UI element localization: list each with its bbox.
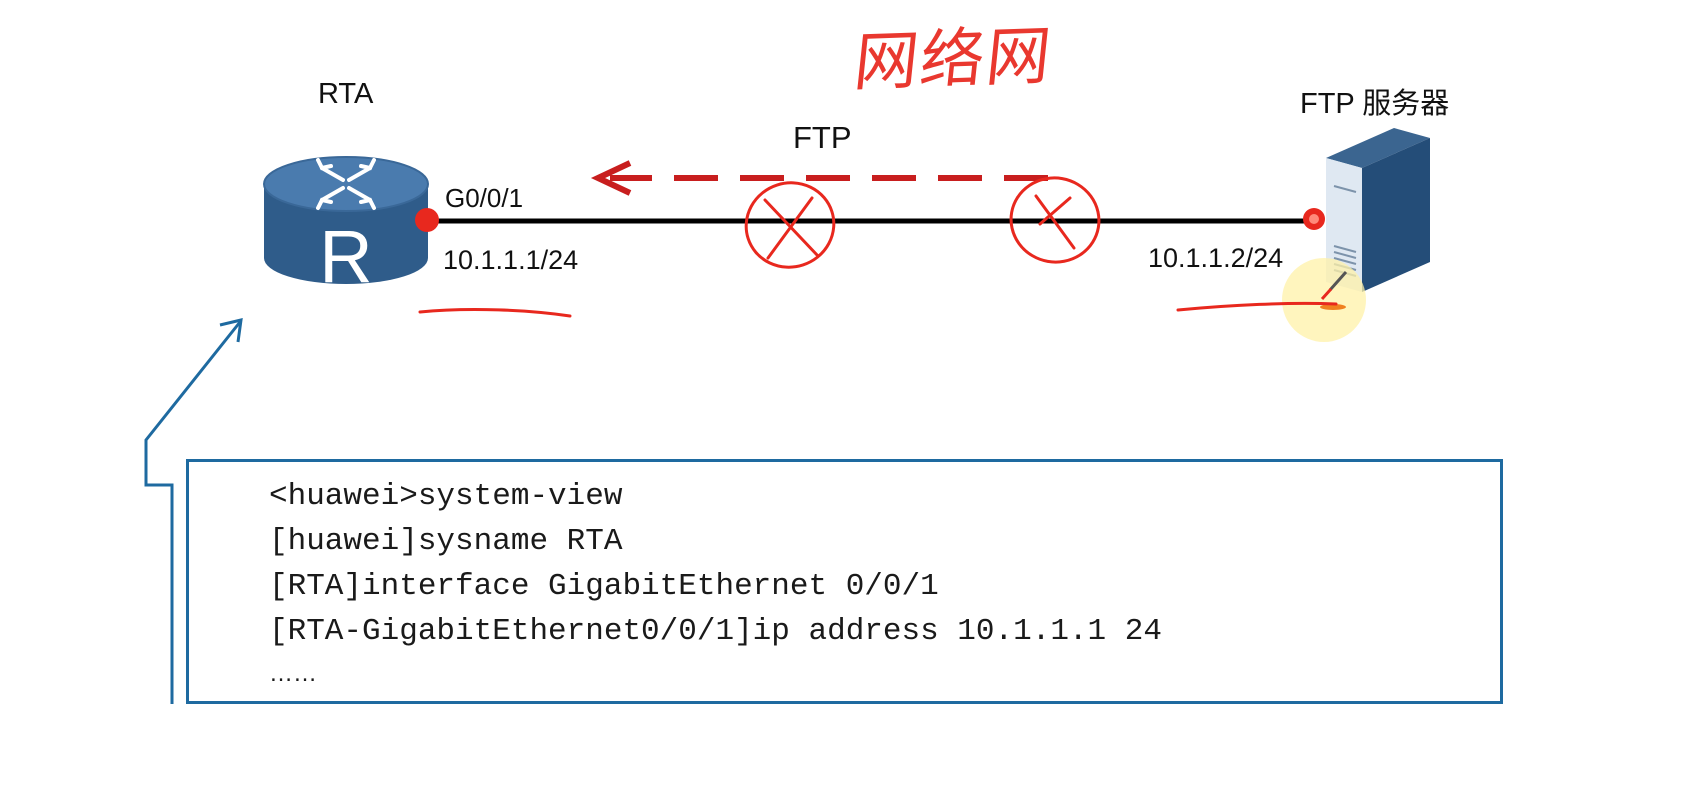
server-ip-label: 10.1.1.2/24 [1148,243,1284,273]
pointer-highlight [1282,258,1366,342]
interface-label: G0/0/1 [445,183,524,213]
callout-connector-line [144,321,242,704]
callout-arrow-head [219,318,243,343]
underline-rta-ip [418,307,572,318]
config-line: [RTA]interface GigabitEthernet 0/0/1 [269,569,939,604]
blocked-marks [744,176,1101,269]
server-top [1326,128,1430,168]
ftp-arrow-head [590,160,632,196]
underline-server-ip [1176,301,1338,312]
server-port-dot-inner [1309,214,1319,224]
router-body [264,184,428,284]
router-port-dot [415,208,439,232]
config-line: [huawei]sysname RTA [269,524,623,559]
blocked-circle-2 [1009,176,1101,264]
blocked-x-2 [1034,194,1076,250]
config-command-list: <huawei>system-view [huawei]sysname RTA … [269,474,1162,699]
router-arrows-icon [316,158,376,210]
ftp-arrow [590,160,1048,196]
router-icon: R [263,156,429,298]
config-callout-box: <huawei>system-view [huawei]sysname RTA … [186,459,1503,704]
router-letter: R [319,215,372,298]
handwritten-note: 网络网 [850,19,1057,101]
server-name-label: FTP 服务器 [1300,88,1450,120]
server-side [1362,138,1430,292]
server-icon [1326,128,1430,292]
config-line-ellipsis: …… [269,660,317,687]
protocol-label: FTP [793,120,852,155]
blocked-x-1 [763,196,820,260]
callout-connector [144,318,243,704]
router-name-label: RTA [318,78,374,110]
pointer-icon [1320,271,1348,310]
router-ip-label: 10.1.1.1/24 [443,245,579,275]
router-top [263,156,429,212]
blocked-circle-1 [744,181,836,269]
config-line: [RTA-GigabitEthernet0/0/1]ip address 10.… [269,614,1162,649]
config-line: <huawei>system-view [269,479,623,514]
